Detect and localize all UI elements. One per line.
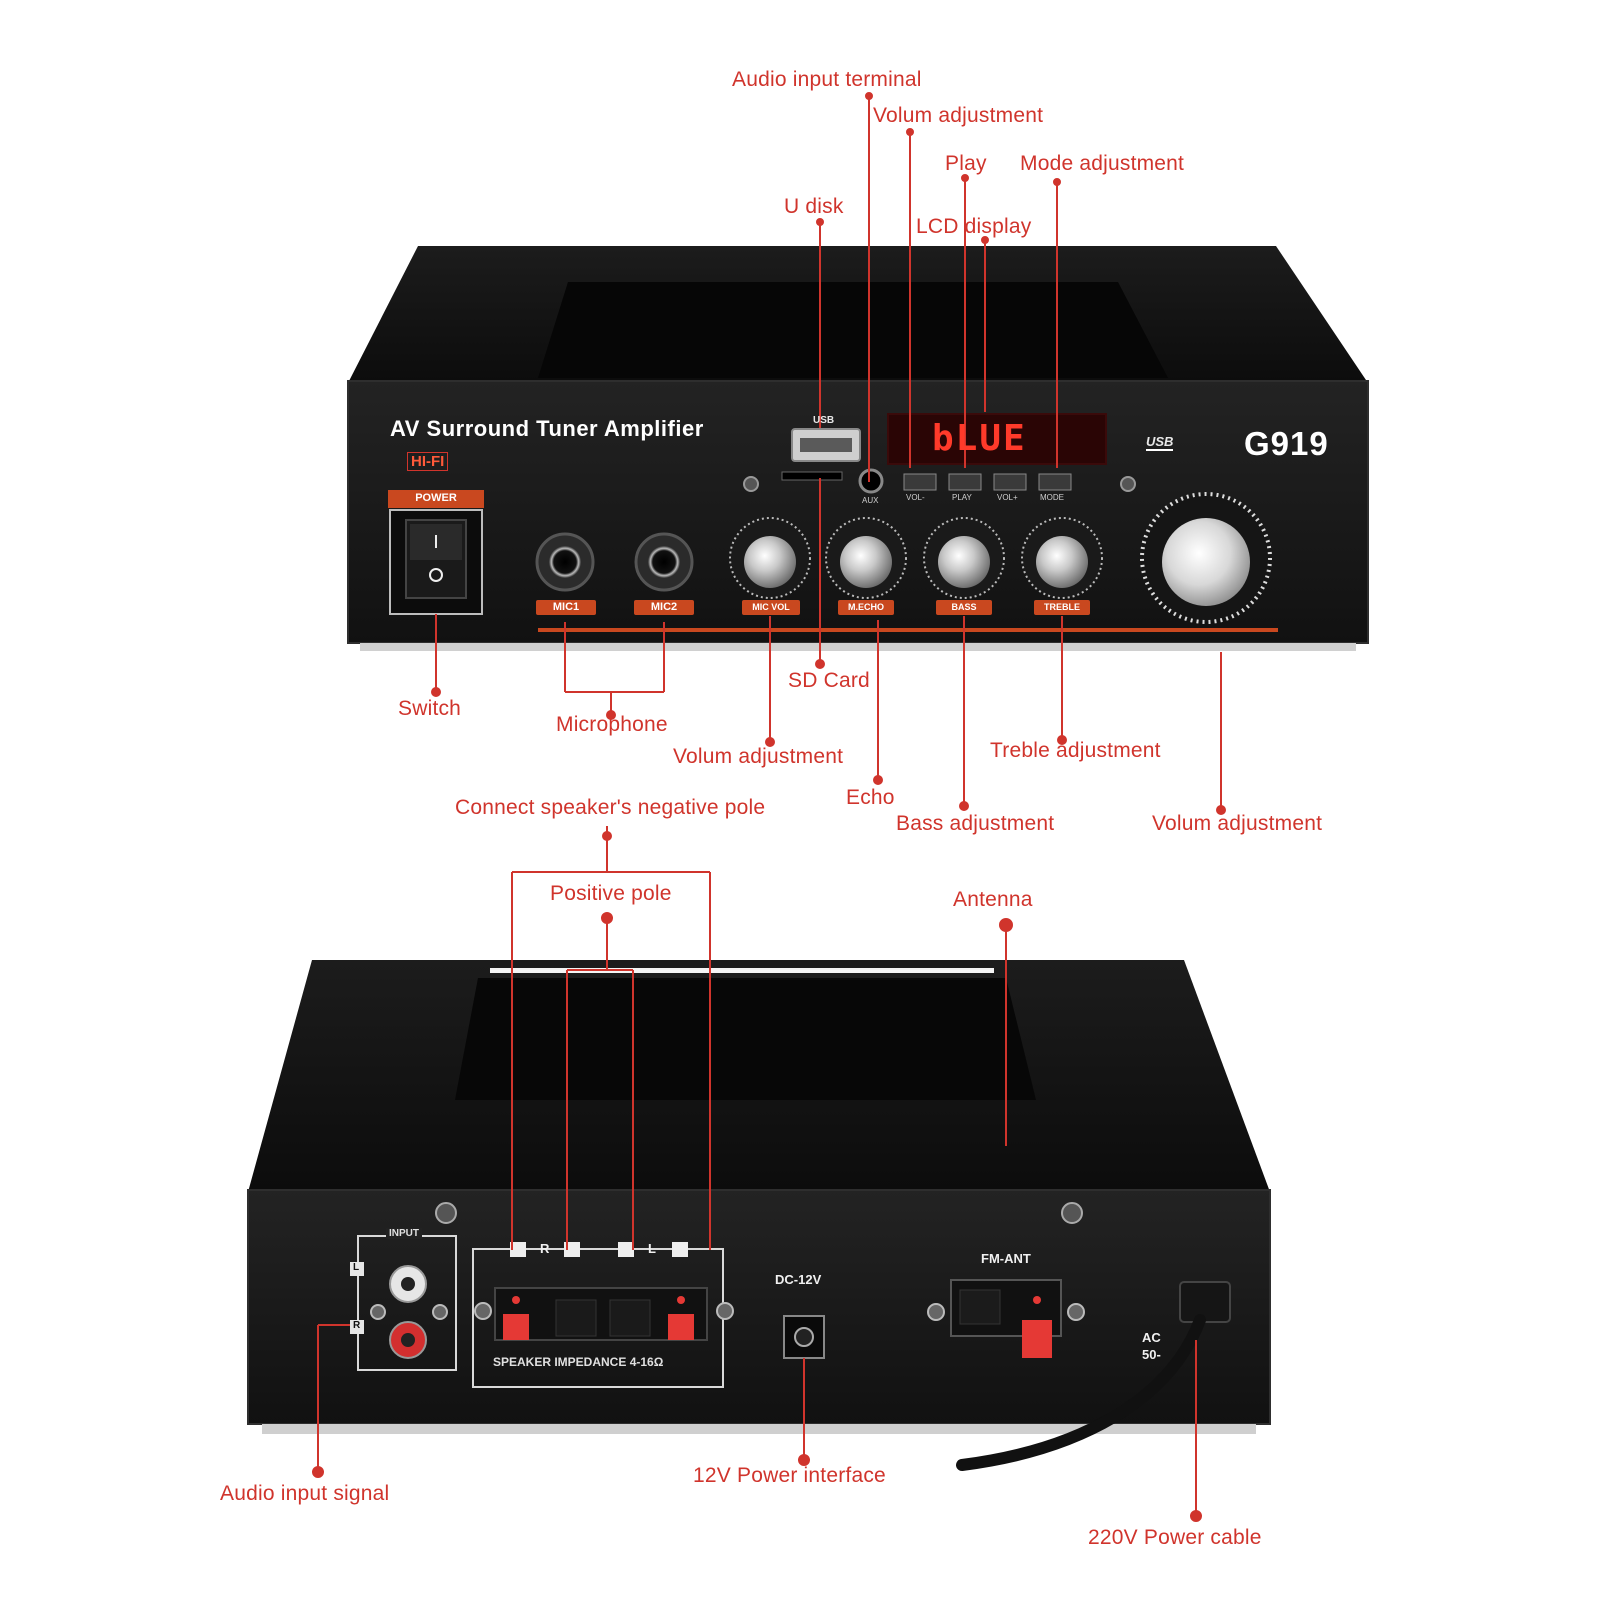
rca-r-label: R (353, 1320, 361, 1331)
mic-vol-label: MIC VOL (742, 600, 800, 615)
power-cable-plug (1179, 1281, 1231, 1323)
callout-play: Play (945, 152, 987, 175)
main-volume-knob[interactable] (1140, 492, 1272, 624)
front-accent-strip (538, 628, 1278, 632)
rear-screw-left (435, 1202, 457, 1224)
terminal-l-minus-clip[interactable] (609, 1299, 651, 1337)
terminal-l-label: L (648, 1241, 656, 1256)
mic-vol-knob[interactable] (729, 517, 811, 599)
sd-card-slot[interactable] (781, 471, 843, 481)
rca-l-marker (350, 1262, 364, 1276)
fm-screw-right (1067, 1303, 1085, 1321)
terminal-r-plus-marker (510, 1242, 526, 1257)
dc-12v-label: DC-12V (775, 1272, 822, 1287)
usb-logo: USB (1146, 434, 1174, 451)
callout-echo: Echo (846, 786, 895, 809)
mic1-jack-hole (549, 546, 581, 578)
callout-power-interface: 12V Power interface (693, 1464, 886, 1487)
terminal-l-plus-clip[interactable] (668, 1314, 694, 1340)
aux-label: AUX (862, 496, 879, 505)
terminal-screw-right (716, 1302, 734, 1320)
terminal-r-minus-clip[interactable] (555, 1299, 597, 1337)
vol-minus-label: VOL- (906, 493, 925, 502)
front-screw-right (1120, 476, 1136, 492)
terminal-l-minus-marker (618, 1242, 634, 1257)
model-number: G919 (1244, 425, 1329, 462)
callout-volum-adjustment-top: Volum adjustment (873, 104, 1044, 127)
callout-negative-pole: Connect speaker's negative pole (455, 796, 766, 819)
rear-panel (247, 1189, 1271, 1425)
play-button[interactable] (948, 473, 982, 491)
usb-port-label: USB (813, 415, 835, 426)
callout-mode-adjustment: Mode adjustment (1020, 152, 1185, 175)
rear-screw-right (1061, 1202, 1083, 1224)
callout-sd-card: SD Card (788, 669, 870, 692)
callout-power-cable: 220V Power cable (1088, 1526, 1262, 1549)
brand-title: AV Surround Tuner Amplifier (390, 416, 704, 441)
terminal-screw-left (474, 1302, 492, 1320)
rocker-off-mark (429, 568, 443, 582)
callout-audio-input-terminal: Audio input terminal (732, 68, 922, 91)
front-leader-lines (431, 92, 1226, 815)
rear-amplifier (247, 960, 1271, 1471)
callout-lcd-display: LCD display (916, 215, 1032, 238)
callout-u-disk: U disk (784, 195, 844, 218)
power-cable (956, 1314, 1206, 1471)
front-top-window (538, 282, 1168, 378)
mode-label: MODE (1040, 493, 1064, 502)
input-label: INPUT (386, 1228, 422, 1239)
play-label: PLAY (952, 493, 972, 502)
rear-leader-lines (312, 826, 1202, 1522)
vol-minus-button[interactable] (903, 473, 937, 491)
vol-plus-label: VOL+ (997, 493, 1018, 502)
usb-port-inner (800, 438, 852, 452)
echo-knob[interactable] (825, 517, 907, 599)
rca-screw-right (432, 1304, 448, 1320)
callout-volum-adjustment-main: Volum adjustment (1152, 812, 1323, 835)
mic2-label: MIC2 (634, 600, 694, 615)
fm-antenna-red-clip[interactable] (1022, 1320, 1052, 1358)
callout-switch: Switch (398, 697, 462, 720)
hifi-badge: HI-FI (407, 452, 449, 471)
terminal-r-label: R (540, 1241, 550, 1256)
vol-plus-button[interactable] (993, 473, 1027, 491)
rear-top-window (455, 978, 1036, 1100)
power-label: POWER (388, 491, 484, 506)
callout-microphone: Microphone (556, 713, 668, 736)
callout-volum-adjustment-mic: Volum adjustment (673, 745, 844, 768)
lcd-text: bLUE (932, 418, 1027, 459)
callout-bass-adjustment: Bass adjustment (896, 812, 1055, 835)
bass-label: BASS (936, 600, 992, 615)
speaker-impedance-label: SPEAKER IMPEDANCE 4-16Ω (493, 1355, 664, 1369)
rear-top-edge-highlight (490, 968, 994, 973)
rca-r-marker (350, 1320, 364, 1334)
mic1-label: MIC1 (536, 600, 596, 615)
callout-positive-pole: Positive pole (550, 882, 672, 905)
fm-ant-label: FM-ANT (981, 1251, 1031, 1266)
terminal-r-plus-clip[interactable] (503, 1314, 529, 1340)
rca-l-label: L (353, 1262, 360, 1273)
treble-knob[interactable] (1021, 517, 1103, 599)
callout-audio-input-signal: Audio input signal (220, 1482, 390, 1505)
aux-jack[interactable] (858, 468, 884, 494)
bass-knob[interactable] (923, 517, 1005, 599)
rca-screw-left (370, 1304, 386, 1320)
lcd-display-window (887, 413, 1107, 465)
treble-label: TREBLE (1034, 600, 1090, 615)
echo-label: M.ECHO (838, 600, 894, 615)
rear-feet-shadow (262, 1424, 1256, 1434)
ac-freq-label: 50- (1142, 1347, 1161, 1362)
terminal-l-plus-marker (672, 1242, 688, 1257)
mic2-jack-hole (648, 546, 680, 578)
front-screw-left (743, 476, 759, 492)
front-feet-shadow (360, 643, 1356, 651)
callout-treble-adjustment: Treble adjustment (990, 739, 1161, 762)
ac-label: AC (1142, 1330, 1161, 1345)
callout-antenna: Antenna (953, 888, 1033, 911)
front-amplifier (347, 246, 1369, 651)
fm-screw-left (927, 1303, 945, 1321)
mode-button[interactable] (1038, 473, 1072, 491)
